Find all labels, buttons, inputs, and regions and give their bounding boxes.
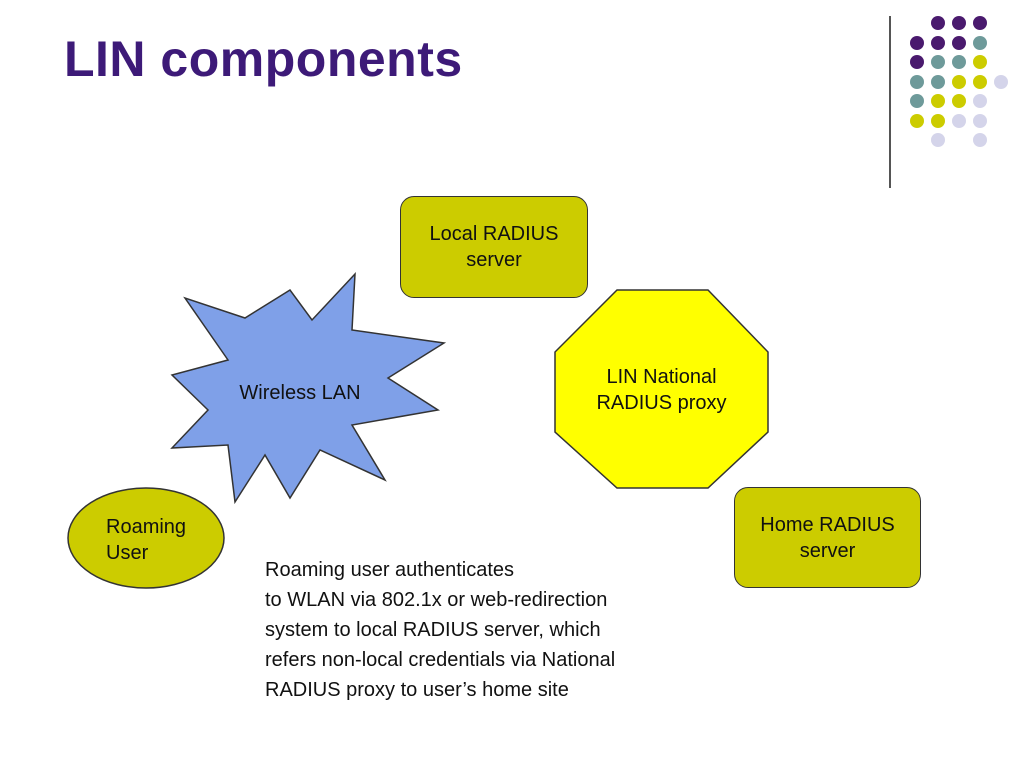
decorative-dot xyxy=(973,74,987,89)
decorative-dot xyxy=(952,113,966,128)
decorative-dot xyxy=(994,74,1008,89)
decorative-dot xyxy=(952,16,966,30)
roaming-user-ellipse-shape xyxy=(67,487,225,589)
home-radius-server-box: Home RADIUS server xyxy=(734,487,921,588)
decorative-dot xyxy=(952,94,966,108)
description-line: Roaming user authenticates xyxy=(265,559,515,581)
description-line: RADIUS proxy to user’s home site xyxy=(265,679,569,701)
decorative-dot xyxy=(931,94,945,108)
decorative-dot xyxy=(952,35,966,50)
decorative-dot xyxy=(931,55,945,69)
decorative-dot xyxy=(973,35,987,50)
decorative-dot xyxy=(931,74,945,89)
lin-proxy-octagon-shape xyxy=(554,289,769,489)
decorative-dot xyxy=(910,55,924,69)
home-radius-server-label: Home RADIUS server xyxy=(760,513,895,562)
decorative-dot xyxy=(973,133,987,147)
wireless-lan-label: Wireless LAN xyxy=(239,382,361,404)
local-radius-server-label: Local RADIUS server xyxy=(429,223,559,271)
description-text: Roaming user authenticates to WLAN via 8… xyxy=(265,555,765,705)
local-radius-server-box: Local RADIUS server xyxy=(400,196,588,298)
decorative-dot xyxy=(973,113,987,128)
roaming-user-label: Roaming User xyxy=(106,516,187,564)
decorative-dot xyxy=(931,133,945,147)
decorative-dot xyxy=(931,113,945,128)
description-line: refers non-local credentials via Nationa… xyxy=(265,649,616,671)
lin-proxy-label: LIN National RADIUS proxy xyxy=(596,366,727,414)
decorative-dot xyxy=(931,16,945,30)
decorative-dot xyxy=(931,35,945,50)
slide-title: LIN components xyxy=(64,31,463,87)
decorative-dot xyxy=(910,74,924,89)
decorative-dot xyxy=(910,35,924,50)
decorative-dot xyxy=(952,55,966,69)
vertical-divider xyxy=(889,16,891,188)
decorative-dot xyxy=(910,94,924,108)
decorative-dot xyxy=(973,94,987,108)
decorative-dot xyxy=(910,113,924,128)
description-line: to WLAN via 802.1x or web-redirection xyxy=(265,589,608,611)
decorative-dot xyxy=(952,74,966,89)
wireless-lan-burst-shape xyxy=(170,271,447,505)
decorative-dot xyxy=(973,16,987,30)
description-line: system to local RADIUS server, which xyxy=(265,619,601,641)
decorative-dot xyxy=(973,55,987,69)
